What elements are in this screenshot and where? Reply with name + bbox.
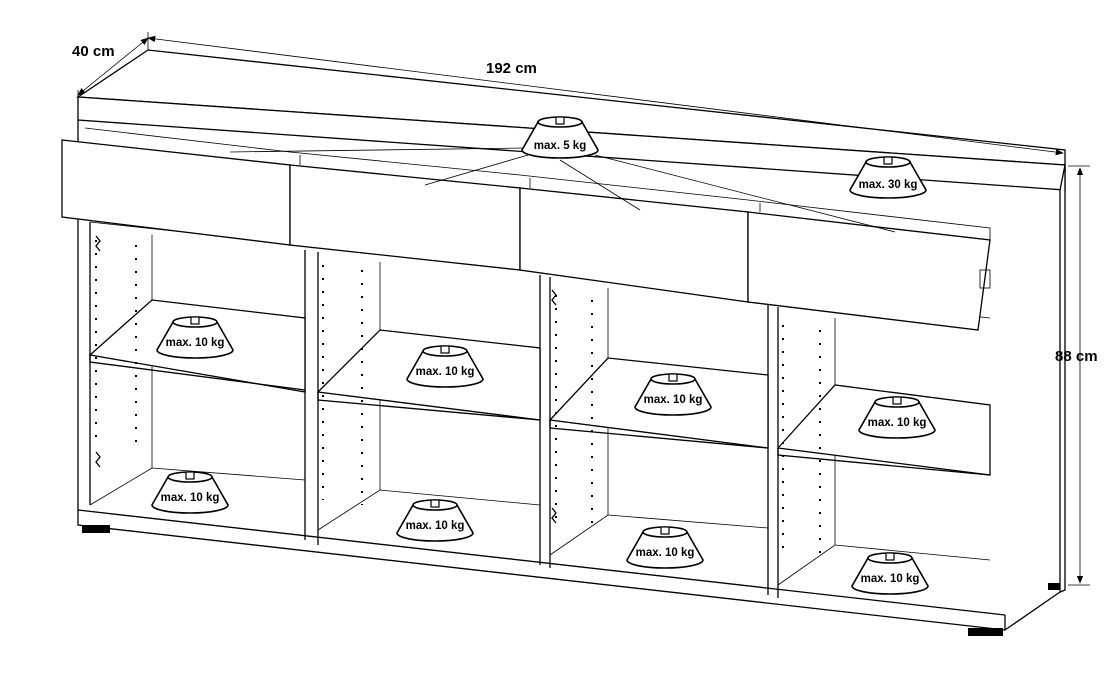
foot-back: [1048, 583, 1060, 590]
foot-left: [82, 525, 110, 533]
width-label: 192 cm: [486, 60, 537, 77]
weight-icon-shelf-lower-1: max. 10 kg: [151, 471, 229, 514]
load-label: max. 10 kg: [166, 337, 225, 349]
dimension-lines: [77, 32, 1090, 586]
weight-icon-shelf-lower-3: max. 10 kg: [626, 526, 704, 569]
load-label: max. 10 kg: [861, 573, 920, 585]
drawer-2: [289, 164, 521, 271]
drawer-runner: [979, 269, 991, 289]
weight-icon-shelf-lower-4: max. 10 kg: [851, 552, 929, 595]
load-label: max. 10 kg: [406, 520, 465, 532]
load-label: max. 10 kg: [868, 417, 927, 429]
weight-icon-shelf-upper-3: max. 10 kg: [634, 373, 712, 416]
weight-icon-top: max. 30 kg: [849, 156, 927, 199]
load-label: max. 10 kg: [416, 366, 475, 378]
weight-icon-drawers: max. 5 kg: [521, 116, 599, 159]
weight-icon-shelf-upper-1: max. 10 kg: [156, 316, 234, 359]
load-label: max. 10 kg: [636, 547, 695, 559]
weight-icon-shelf-upper-2: max. 10 kg: [406, 345, 484, 388]
depth-label: 40 cm: [72, 43, 115, 60]
hinge-icon: [95, 235, 557, 524]
drawer-3: [519, 187, 749, 303]
weight-icon-shelf-upper-4: max. 10 kg: [858, 396, 936, 439]
drawer-4: [747, 211, 991, 331]
weight-icon-shelf-lower-2: max. 10 kg: [396, 499, 474, 542]
load-label: max. 10 kg: [644, 394, 703, 406]
load-label: max. 10 kg: [161, 492, 220, 504]
drawer-load-pointers: [229, 147, 896, 233]
load-label-drawers: max. 5 kg: [534, 140, 586, 152]
height-label: 88 cm: [1055, 348, 1098, 365]
drawer-1: [61, 139, 291, 246]
foot-right: [968, 628, 1003, 636]
load-label-top: max. 30 kg: [859, 179, 918, 191]
drawers: [61, 127, 991, 331]
